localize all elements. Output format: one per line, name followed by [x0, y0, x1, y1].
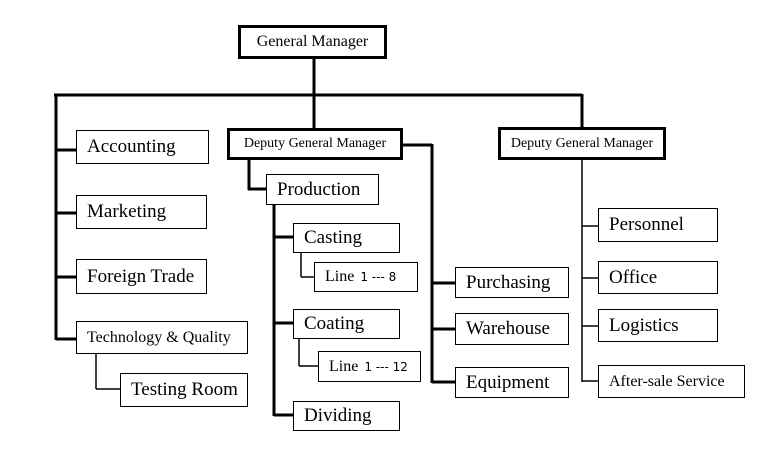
coating-label: Coating [304, 313, 365, 334]
purchasing-box: Purchasing [455, 267, 569, 298]
technology-quality-label: Technology & Quality [87, 328, 231, 346]
marketing-box: Marketing [76, 195, 207, 229]
office-label: Office [609, 266, 658, 288]
production-box: Production [266, 174, 379, 205]
logistics-box: Logistics [598, 309, 718, 342]
warehouse-box: Warehouse [455, 313, 569, 345]
foreign-trade-label: Foreign Trade [87, 265, 195, 287]
accounting-label: Accounting [87, 136, 176, 157]
general-manager-label: General Manager [256, 33, 369, 50]
logistics-label: Logistics [609, 314, 679, 336]
deputy-gm-2-label: Deputy General Manager [510, 135, 654, 151]
foreign-trade-box: Foreign Trade [76, 259, 207, 294]
coating-line-range: 1 --- 12 [364, 359, 408, 374]
casting-box: Casting [293, 223, 400, 253]
accounting-box: Accounting [76, 130, 209, 164]
casting-line-range: 1 --- 8 [360, 270, 397, 284]
deputy-gm-1-box: Deputy General Manager [227, 128, 403, 160]
coating-line-label: Line [329, 357, 359, 375]
dividing-box: Dividing [293, 401, 400, 431]
after-sale-service-box: After-sale Service [598, 365, 745, 398]
deputy-gm-1-label: Deputy General Manager [243, 136, 387, 151]
equipment-label: Equipment [466, 371, 550, 393]
casting-line-label: Line [325, 268, 355, 285]
coating-box: Coating [293, 309, 400, 339]
deputy-gm-2-box: Deputy General Manager [498, 127, 666, 160]
coating-line-box: Line 1 --- 12 [318, 351, 421, 382]
dividing-label: Dividing [304, 405, 372, 426]
testing-room-box: Testing Room [120, 373, 248, 407]
personnel-label: Personnel [609, 214, 684, 235]
personnel-box: Personnel [598, 208, 718, 242]
office-box: Office [598, 261, 718, 294]
purchasing-label: Purchasing [466, 271, 551, 293]
equipment-box: Equipment [455, 367, 569, 398]
casting-line-box: Line 1 --- 8 [314, 262, 418, 292]
production-label: Production [277, 178, 361, 200]
technology-quality-box: Technology & Quality [76, 321, 248, 354]
casting-label: Casting [304, 227, 363, 248]
marketing-label: Marketing [87, 201, 167, 222]
after-sale-service-label: After-sale Service [609, 372, 725, 390]
testing-room-label: Testing Room [131, 379, 238, 400]
general-manager-box: General Manager [238, 25, 387, 59]
warehouse-label: Warehouse [466, 318, 550, 339]
